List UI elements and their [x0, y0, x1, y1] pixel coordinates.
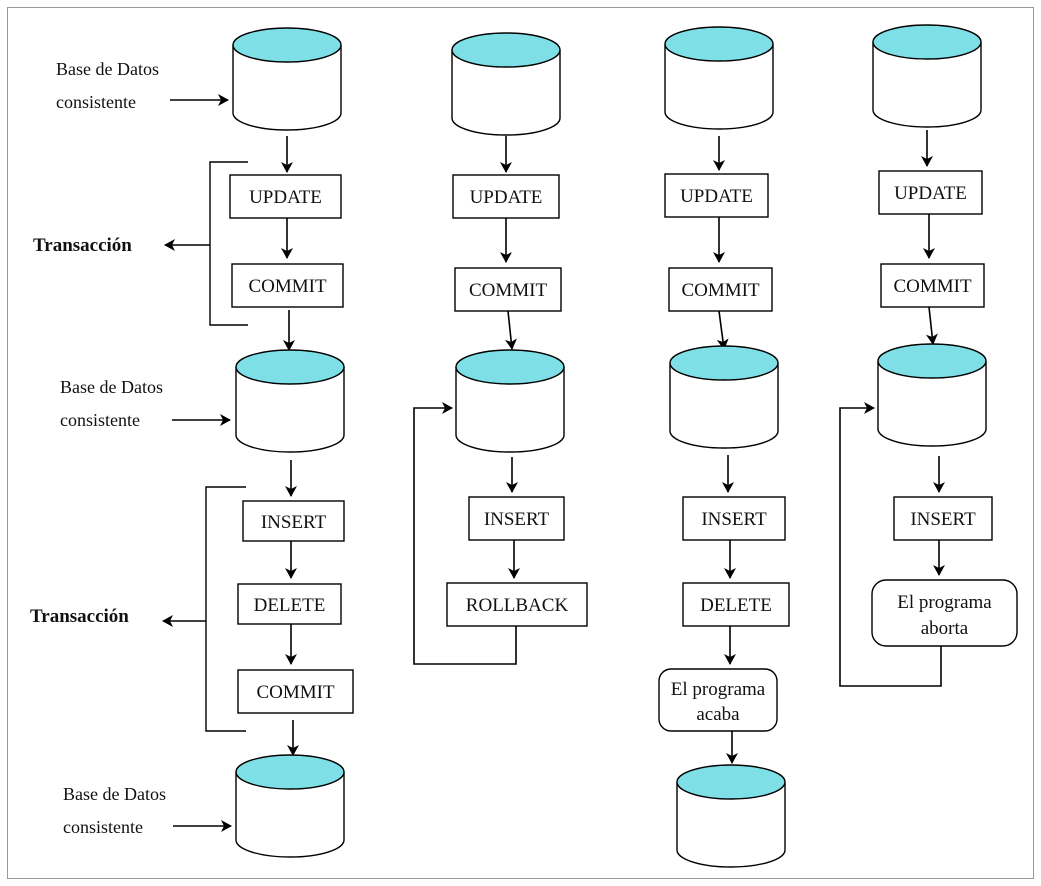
update-box: UPDATE: [229, 174, 342, 219]
update-label: UPDATE: [894, 183, 967, 204]
insert-label: INSERT: [701, 509, 767, 530]
update-label: UPDATE: [249, 187, 322, 208]
insert-box: INSERT: [242, 500, 345, 542]
update-box: UPDATE: [878, 170, 983, 215]
commit-label: COMMIT: [248, 276, 327, 297]
column-1: Base de Datos consistente UPDATE COMMIT …: [30, 27, 354, 858]
program-aborts-box: El programa aborta: [871, 579, 1018, 647]
db-label-line1: Base de Datos: [56, 59, 159, 79]
database-icon: [676, 764, 786, 868]
insert-box: INSERT: [468, 496, 565, 541]
update-label: UPDATE: [470, 187, 543, 208]
rollback-label: ROLLBACK: [466, 595, 569, 616]
db-label-line2: consistente: [63, 817, 143, 837]
diagram-frame: [7, 7, 1034, 879]
database-icon: [872, 24, 982, 128]
update-label: UPDATE: [680, 186, 753, 207]
arrow-down: [716, 310, 729, 350]
database-icon: [877, 343, 987, 447]
rollback-box: ROLLBACK: [446, 582, 588, 627]
column-3: UPDATE COMMIT INSERT DELETE El programa …: [658, 26, 790, 868]
transaction-bracket: [205, 486, 246, 732]
db-label-line2: consistente: [56, 92, 136, 112]
arrow-down: [504, 310, 517, 350]
database-icon: [669, 345, 779, 449]
database-icon: [235, 349, 345, 453]
column-2: UPDATE COMMIT INSERT ROLLBACK: [413, 32, 588, 665]
commit-box: COMMIT: [668, 267, 773, 312]
program-ends-box: El programa acaba: [658, 668, 778, 732]
update-box: UPDATE: [664, 173, 769, 218]
commit-label: COMMIT: [893, 276, 972, 297]
column-4: UPDATE COMMIT INSERT El programa aborta: [839, 24, 1018, 687]
insert-box: INSERT: [682, 496, 786, 541]
database-icon: [455, 349, 565, 453]
commit-box: COMMIT: [231, 263, 344, 308]
database-icon: [451, 32, 561, 136]
commit-label: COMMIT: [681, 280, 760, 301]
transaction-label: Transacción: [33, 235, 132, 256]
insert-label: INSERT: [484, 509, 550, 530]
db-label-line1: Base de Datos: [60, 377, 163, 397]
database-icon: [235, 754, 345, 858]
db-label-line2: consistente: [60, 410, 140, 430]
arrow-down: [925, 306, 938, 345]
program-aborts-line1: El programa: [897, 592, 992, 613]
commit-box: COMMIT: [880, 263, 985, 308]
update-box: UPDATE: [452, 174, 560, 219]
program-ends-line1: El programa: [671, 679, 766, 700]
delete-box: DELETE: [682, 582, 790, 627]
commit-box: COMMIT: [454, 267, 562, 312]
delete-label: DELETE: [700, 595, 772, 616]
insert-label: INSERT: [910, 509, 976, 530]
database-icon: [232, 27, 342, 131]
delete-box: DELETE: [237, 583, 342, 625]
insert-box: INSERT: [893, 496, 993, 541]
program-aborts-line2: aborta: [921, 618, 969, 639]
database-icon: [664, 26, 774, 130]
insert-label: INSERT: [261, 512, 327, 533]
delete-label: DELETE: [254, 595, 326, 616]
abort-return-arrow: [839, 402, 942, 687]
transaction-label: Transacción: [30, 606, 129, 627]
commit-label: COMMIT: [256, 682, 335, 703]
db-label-line1: Base de Datos: [63, 784, 166, 804]
commit-box: COMMIT: [237, 669, 354, 714]
program-ends-line2: acaba: [696, 704, 740, 725]
transaction-bracket: [209, 161, 248, 326]
rollback-return-arrow: [413, 402, 517, 665]
commit-label: COMMIT: [469, 280, 548, 301]
